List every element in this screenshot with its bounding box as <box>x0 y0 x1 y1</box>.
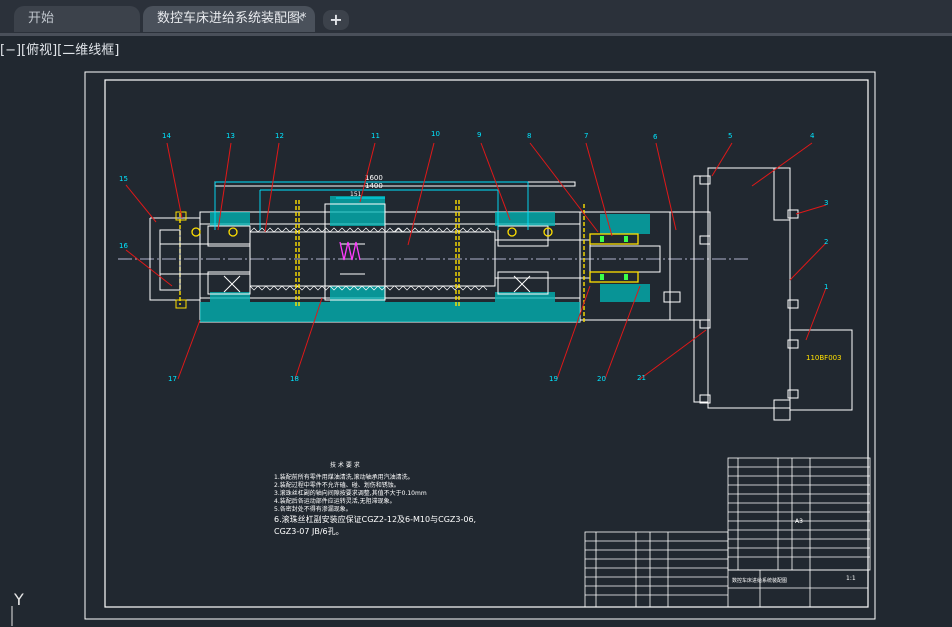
part-number: 9 <box>477 131 481 139</box>
note-line: 1.装配前所有零件用煤油清洗,滚动轴承用汽油清洗。 <box>274 473 414 481</box>
bearing-balls <box>191 227 553 237</box>
part-number-labels: 14 13 12 11 10 9 8 7 6 5 4 15 16 17 18 1… <box>119 130 828 383</box>
tab-start-label: 开始 <box>28 11 55 26</box>
tab-drawing-label: 数控车床进给系统装配图* <box>157 11 307 26</box>
ball-nut <box>324 203 386 301</box>
part-number: 14 <box>162 132 171 140</box>
part-number: 11 <box>371 132 380 140</box>
outer-frame <box>84 71 876 620</box>
dim-1400: 1400 <box>365 182 383 190</box>
dimension-lines <box>214 181 529 230</box>
inner-frame <box>104 79 869 608</box>
part-number: 16 <box>119 242 128 250</box>
ucs-icon: Y <box>14 590 24 609</box>
viewport-controls[interactable]: [−][俯视][二维线框] <box>0 43 120 58</box>
title-block-name: 数控车床进给系统装配图 <box>732 577 787 584</box>
part-number: 13 <box>226 132 235 140</box>
part-number: 2 <box>824 238 828 246</box>
title-block-paper: A3 <box>795 518 803 525</box>
tab-bar: 开始 数控车床进给系统装配图* ✕ + <box>0 0 952 36</box>
note-line: 5.各密封处不得有渗漏现象。 <box>274 505 352 513</box>
note-line: 4.装配后各运动部件应运转灵活,无阻滞现象。 <box>274 497 396 505</box>
part-number: 6 <box>653 133 658 141</box>
title-block-scale: 1:1 <box>846 575 856 582</box>
coupling-green <box>600 236 628 280</box>
leader-lines <box>125 142 827 380</box>
dim-1600: 1600 <box>365 174 383 182</box>
part-number: 12 <box>275 132 284 140</box>
note-line: 6.滚珠丝杠副安装应保证CGZ2-12及6-M10与CGZ3-06, <box>274 514 476 524</box>
nut-tube <box>339 241 361 261</box>
note-line: 3.滚珠丝杠副的轴向间隙按要求调整,其值不大于0.10mm <box>274 489 427 497</box>
motor-label: 110BF003 <box>806 354 842 362</box>
part-number: 20 <box>597 375 606 383</box>
bearings <box>207 225 549 295</box>
notes-title: 技 术 要 求 <box>330 461 360 469</box>
technical-notes: 技 术 要 求 1.装配前所有零件用煤油清洗,滚动轴承用汽油清洗。 2.装配过程… <box>274 461 476 536</box>
end-cap <box>149 211 200 309</box>
part-number: 17 <box>168 375 177 383</box>
drawing-canvas[interactable]: 1600 1400 151 110BF003 <box>0 58 952 627</box>
stepper-motor <box>663 167 853 421</box>
ucs-y-label: Y <box>14 590 24 609</box>
dim-151: 151 <box>350 191 362 198</box>
coupling <box>589 233 639 283</box>
part-number: 4 <box>810 132 815 140</box>
note-line: CGZ3-07 JB/6孔。 <box>274 527 344 536</box>
tab-drawing[interactable]: 数控车床进给系统装配图* ✕ <box>143 6 315 32</box>
tab-start[interactable]: 开始 <box>14 6 140 32</box>
part-number: 10 <box>431 130 440 138</box>
part-number: 15 <box>119 175 128 183</box>
housing-hatch <box>200 196 650 322</box>
part-number: 3 <box>824 199 828 207</box>
new-tab-button[interactable]: + <box>323 10 349 30</box>
ucs-axis-icon <box>11 606 13 626</box>
note-line: 2.装配过程中零件不允许磕、碰、划伤和锈蚀。 <box>274 481 400 489</box>
parts-list <box>584 457 871 608</box>
part-number: 7 <box>584 132 588 140</box>
part-number: 1 <box>824 283 828 291</box>
close-icon[interactable]: ✕ <box>294 11 305 26</box>
part-number: 18 <box>290 375 299 383</box>
part-number: 8 <box>527 132 531 140</box>
part-number: 5 <box>728 132 732 140</box>
part-number: 21 <box>637 374 646 382</box>
part-number: 19 <box>549 375 558 383</box>
